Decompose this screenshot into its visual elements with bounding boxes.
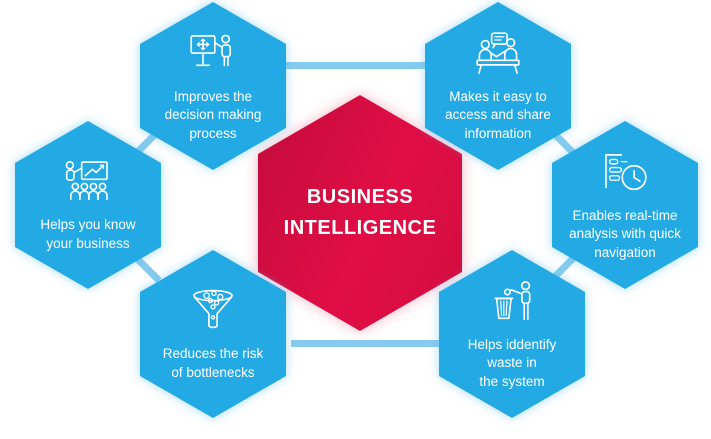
hexagon-label: Reduces the risk of bottlenecks (162, 346, 264, 380)
hexagon-reduces-bottlenecks: Reduces the risk of bottlenecks (140, 250, 286, 418)
people-meeting-icon (476, 32, 520, 75)
hexagon-label: Helps iddentify waste in the system (467, 337, 557, 389)
hexagon-business-intelligence: BUSINESS INTELLIGENCE (258, 95, 462, 331)
connector-bottom-horizontal (291, 340, 445, 347)
hexagon-label: Enables real-time analysis with quick na… (569, 208, 681, 260)
hexagon-label: Helps you know your business (40, 217, 136, 251)
presentation-board-icon (190, 34, 232, 67)
waste-disposal-icon (494, 281, 531, 321)
hexagon-real-time-analysis: Enables real-time analysis with quick na… (552, 121, 698, 289)
hexagon-improves-decision: Improves the decision making process (140, 2, 286, 170)
diagram-title: BUSINESS INTELLIGENCE (283, 186, 437, 239)
hexagon-identify-waste: Helps iddentify waste in the system (439, 250, 585, 418)
funnel-icon (193, 290, 233, 329)
presenter-audience-icon (65, 161, 108, 201)
hexagon-label: Improves the decision making process (164, 89, 262, 141)
hexagon-access-share: Makes it easy to access and share inform… (425, 2, 571, 170)
document-clock-icon (605, 154, 647, 191)
hexagon-know-business: Helps you know your business (15, 121, 161, 289)
hexagon-label: Makes it easy to access and share inform… (445, 89, 551, 141)
connector-top-horizontal (281, 62, 429, 69)
